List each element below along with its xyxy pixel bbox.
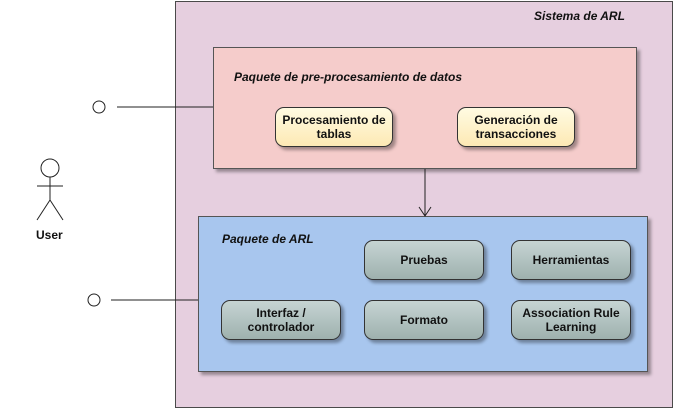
preprocessing-package-title: Paquete de pre-procesamiento de datos bbox=[234, 70, 463, 84]
user-actor-label: User bbox=[36, 228, 63, 242]
interface-circle-preprocessing[interactable] bbox=[92, 100, 106, 114]
component-label-line: Interfaz / bbox=[256, 306, 306, 320]
user-actor-icon bbox=[36, 158, 64, 221]
component-label-line: Formato bbox=[400, 313, 448, 327]
component-herramientas[interactable]: Herramientas bbox=[511, 240, 631, 280]
dependency-arrow-head bbox=[418, 206, 432, 217]
component-pruebas[interactable]: Pruebas bbox=[364, 240, 484, 280]
component-formato[interactable]: Formato bbox=[364, 300, 484, 340]
component-label-line: Learning bbox=[545, 320, 597, 334]
interface-circle-arl[interactable] bbox=[87, 293, 101, 307]
component-label-line: Herramientas bbox=[532, 253, 610, 267]
component-label-line: Association Rule bbox=[522, 306, 620, 320]
component-label-line: Pruebas bbox=[400, 253, 448, 267]
component-label-line: Generación de bbox=[474, 113, 558, 127]
system-title: Sistema de ARL bbox=[534, 9, 625, 23]
component-interfaz-controlador[interactable]: Interfaz /controlador bbox=[221, 300, 341, 340]
component-label-line: Procesamiento de bbox=[282, 113, 386, 127]
arl-package-title: Paquete de ARL bbox=[222, 232, 314, 246]
component-label-line: controlador bbox=[247, 320, 315, 334]
component-label-line: tablas bbox=[316, 127, 352, 141]
component-label-line: transacciones bbox=[475, 127, 557, 141]
